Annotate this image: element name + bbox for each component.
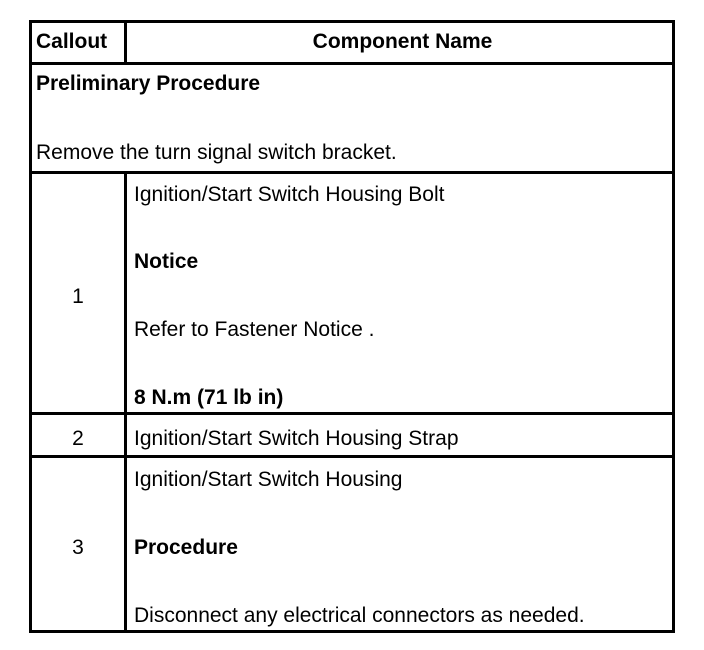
header-component-name: Component Name [312,30,493,53]
row-2-name: Ignition/Start Switch Housing Strap [134,427,459,450]
header-divider [32,62,672,65]
preliminary-heading: Preliminary Procedure [36,72,261,95]
row-2-callout: 2 [72,427,84,450]
row-1-torque: 8 N.m (71 lb in) [134,386,284,409]
row-2-divider [32,455,672,458]
row-3-callout: 3 [72,536,84,559]
header-callout: Callout [36,30,108,53]
row-1-name: Ignition/Start Switch Housing Bolt [134,183,445,206]
component-table: Callout Component Name Preliminary Proce… [29,20,675,633]
row-1-callout: 1 [72,285,84,308]
row-3-procedure-text: Disconnect any electrical connectors as … [134,604,585,627]
preliminary-divider [32,171,672,174]
row-1-notice-text: Refer to Fastener Notice . [134,318,375,341]
row-1-notice-heading: Notice [134,250,199,273]
header-column-divider [124,23,127,63]
callout-column-divider [124,173,127,633]
preliminary-text: Remove the turn signal switch bracket. [36,141,397,164]
row-3-procedure-heading: Procedure [134,536,238,559]
row-3-name: Ignition/Start Switch Housing [134,468,403,491]
row-1-divider [32,412,672,415]
